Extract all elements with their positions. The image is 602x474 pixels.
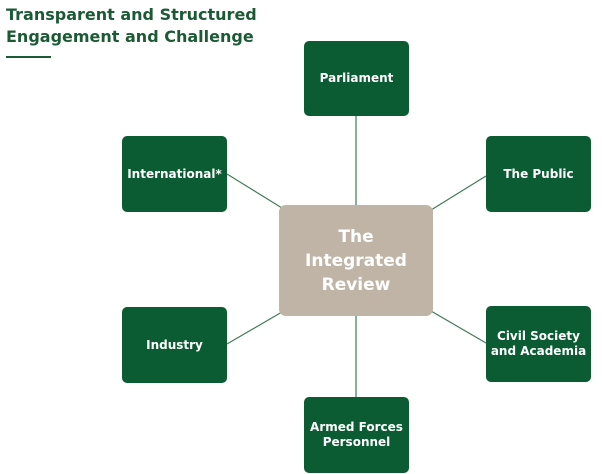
diagram-title: Transparent and Structured Engagement an… xyxy=(6,4,257,48)
node-international: International* xyxy=(122,136,227,212)
node-the-public-label: The Public xyxy=(503,166,574,181)
center-label-line2: Integrated xyxy=(305,250,407,271)
node-the-public: The Public xyxy=(486,136,591,212)
node-parliament-label: Parliament xyxy=(319,71,394,85)
connector-the-public xyxy=(430,175,487,211)
node-civil-society: Civil Society and Academia xyxy=(486,306,591,382)
node-parliament: Parliament xyxy=(304,41,409,116)
node-civil-society-label-line1: Civil Society xyxy=(497,329,580,343)
node-industry-label: Industry xyxy=(146,337,203,352)
connector-civil-society xyxy=(430,310,487,344)
connector-industry xyxy=(226,311,283,345)
node-industry: Industry xyxy=(122,307,227,383)
center-integrated-review: The Integrated Review xyxy=(279,205,433,316)
node-armed-forces-label-line1: Armed Forces xyxy=(310,420,403,434)
node-armed-forces: Armed Forces Personnel xyxy=(304,397,409,473)
connector-international xyxy=(226,173,283,209)
title-underline xyxy=(6,56,51,58)
center-label-line1: The xyxy=(338,226,374,247)
diagram-title-line1: Transparent and Structured xyxy=(6,5,257,24)
node-civil-society-label-line2: and Academia xyxy=(490,344,587,358)
center-label-line3: Review xyxy=(321,274,391,295)
node-armed-forces-label-line2: Personnel xyxy=(322,435,391,449)
diagram-title-line2: Engagement and Challenge xyxy=(6,27,254,46)
node-international-label: International* xyxy=(127,166,222,181)
